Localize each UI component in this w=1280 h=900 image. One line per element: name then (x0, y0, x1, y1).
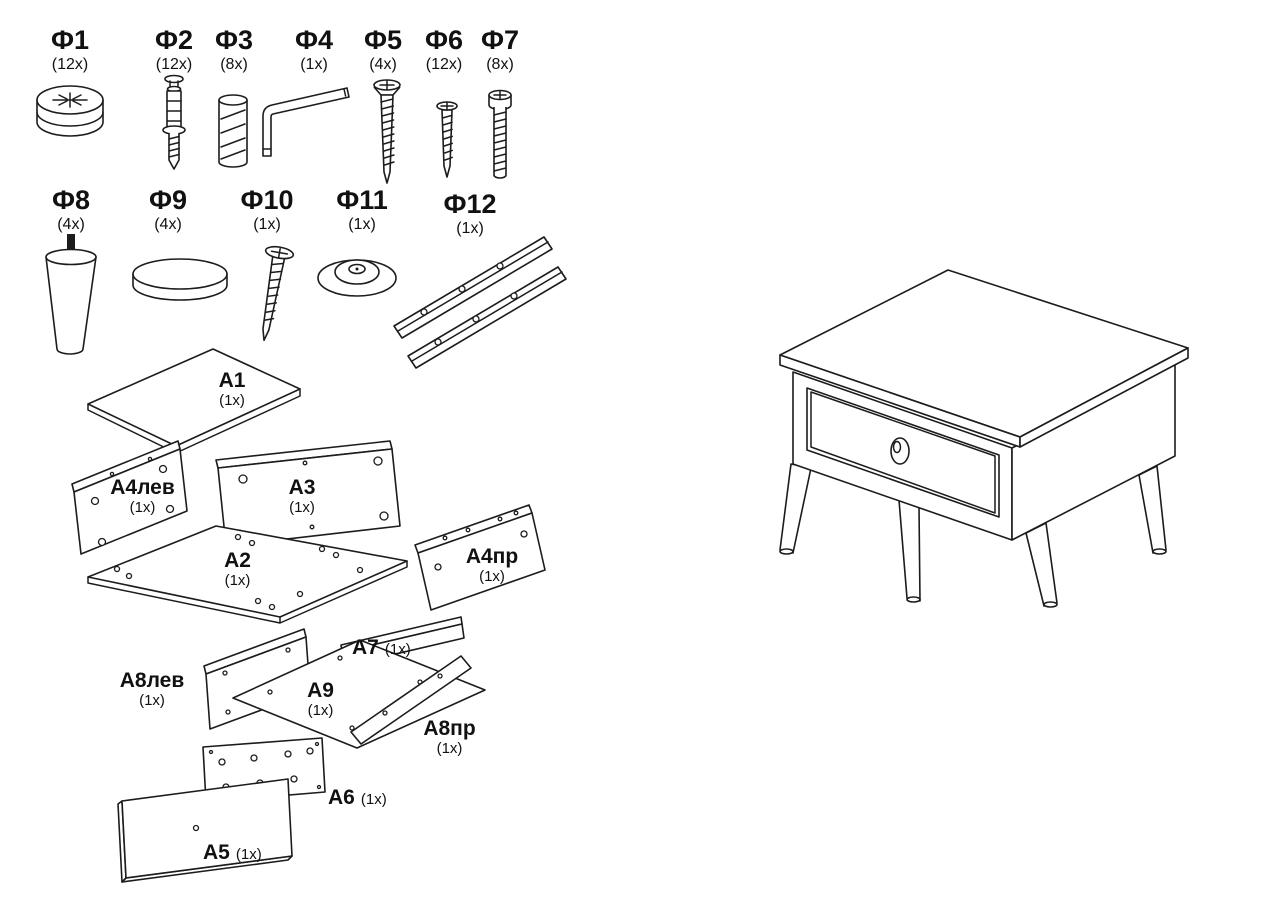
part-qty: (1x) (348, 216, 376, 234)
panel-label-a1: A1 (1x) (192, 369, 272, 410)
part-id: A1 (218, 369, 246, 392)
part-qty: (1x) (479, 568, 505, 586)
part-qty: (1x) (129, 499, 156, 517)
panel-label-a8pr: A8пр (1x) (402, 717, 497, 758)
panel-label-a9: A9 (1x) (278, 679, 363, 720)
part-id: Ф7 (480, 25, 520, 55)
part-id: Ф11 (336, 185, 388, 215)
hardware-label-f8: Ф8 (4x) (31, 186, 111, 235)
part-qty: (1x) (224, 572, 251, 590)
part-id: Ф12 (443, 189, 497, 219)
part-id: Ф3 (214, 25, 254, 55)
hardware-label-f6: Ф6 (12x) (406, 26, 482, 75)
part-qty: (4x) (369, 56, 397, 74)
part-qty: (4x) (154, 216, 182, 234)
panel-label-a8lev: A8лев (1x) (102, 669, 202, 710)
part-qty: (1x) (456, 220, 484, 238)
part-id: A9 (307, 679, 334, 702)
part-id: Ф2 (154, 25, 194, 55)
cam-bolt-icon (162, 74, 186, 170)
part-id: A3 (288, 476, 316, 499)
hardware-label-f7: Ф7 (8x) (464, 26, 536, 75)
part-qty: (1x) (307, 702, 334, 720)
hardware-label-f5: Ф5 (4x) (347, 26, 419, 75)
round-pad-icon (132, 258, 228, 301)
part-qty: (12x) (51, 56, 89, 74)
part-qty: (1x) (360, 791, 387, 808)
hardware-label-f2: Ф2 (12x) (134, 26, 214, 75)
hardware-label-f12: Ф12 (1x) (428, 190, 512, 239)
hardware-label-f10: Ф10 (1x) (225, 186, 309, 235)
long-screw-icon (262, 245, 295, 342)
wood-dowel-icon (218, 94, 248, 168)
panel-a5-drawing (117, 778, 293, 883)
knob-icon (317, 259, 397, 297)
part-id: A6 (328, 786, 355, 809)
part-qty: (1x) (436, 740, 463, 758)
panel-a8pr-drawing (350, 655, 472, 745)
small-screw-icon (436, 101, 458, 178)
panel-label-a4pr: A4пр (1x) (447, 545, 537, 586)
hardware-label-f4: Ф4 (1x) (278, 26, 350, 75)
part-id: Ф1 (50, 25, 90, 55)
hex-key-icon (262, 87, 350, 157)
part-qty: (1x) (219, 392, 245, 410)
wood-screw-icon (373, 79, 401, 184)
part-qty: (1x) (300, 56, 328, 74)
hardware-label-f11: Ф11 (1x) (320, 186, 404, 235)
part-id: Ф8 (51, 185, 91, 215)
panel-a4pr-drawing (414, 504, 546, 611)
part-qty: (1x) (289, 499, 315, 517)
part-qty: (12x) (155, 56, 193, 74)
part-qty: (1x) (235, 846, 262, 863)
part-qty: (8x) (220, 56, 248, 74)
panel-label-a4lev: A4лев (1x) (90, 476, 195, 517)
panel-label-a5: A5 (1x) (203, 841, 262, 865)
part-qty: (1x) (253, 216, 281, 234)
part-qty: (8x) (486, 56, 514, 74)
part-qty: (4x) (57, 216, 85, 234)
confirmat-screw-icon (488, 89, 512, 179)
nightstand-knob-icon (890, 437, 910, 465)
part-qty: (12x) (425, 56, 463, 74)
hardware-label-f3: Ф3 (8x) (198, 26, 270, 75)
part-id: Ф10 (240, 185, 294, 215)
furniture-leg-icon (45, 234, 97, 355)
part-id: A2 (224, 549, 251, 572)
panel-label-a3: A3 (1x) (262, 476, 342, 517)
panel-a3-drawing (215, 440, 401, 547)
panel-label-a6: A6 (1x) (328, 786, 387, 810)
panel-a2-drawing (87, 525, 408, 624)
nightstand-drawing (779, 269, 1189, 608)
hardware-label-f9: Ф9 (4x) (128, 186, 208, 235)
panel-label-a2: A2 (1x) (195, 549, 280, 590)
panel-a4lev-drawing (71, 440, 188, 555)
part-id: Ф5 (363, 25, 403, 55)
part-qty: (1x) (139, 692, 165, 710)
part-id: Ф6 (424, 25, 464, 55)
drawer-slides-icon (393, 236, 567, 369)
panel-a9-drawing (232, 639, 486, 749)
part-id: Ф9 (148, 185, 188, 215)
part-id: A5 (203, 841, 230, 864)
panel-label-a7: A7 (1x) (352, 636, 411, 660)
part-id: A8лев (119, 669, 185, 692)
cam-lock-icon (36, 85, 104, 137)
part-id: A4пр (465, 545, 519, 568)
part-id: A8пр (423, 717, 476, 740)
part-id: Ф4 (294, 25, 334, 55)
part-id: A4лев (110, 476, 175, 499)
part-qty: (1x) (384, 641, 411, 658)
part-id: A7 (352, 636, 379, 659)
hardware-label-f1: Ф1 (12x) (30, 26, 110, 75)
